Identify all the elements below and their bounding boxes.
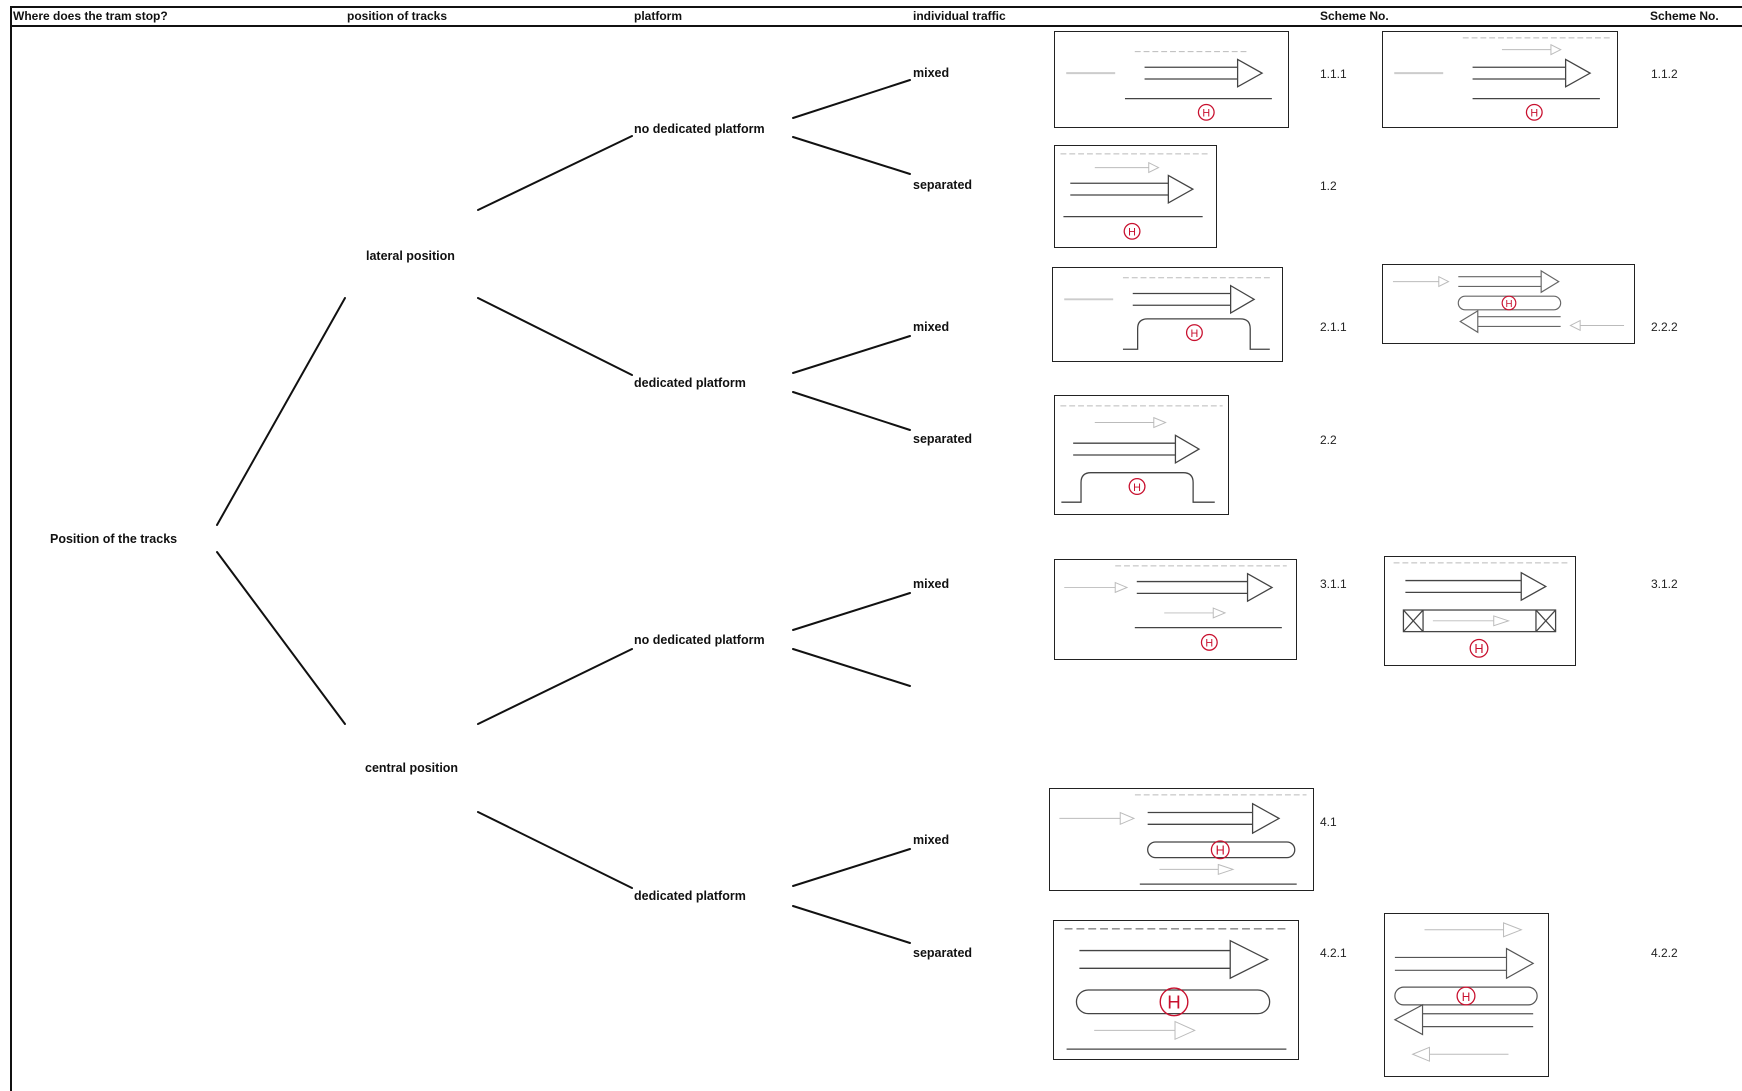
node-lateral-dedicated-platform: dedicated platform bbox=[634, 376, 746, 390]
header-individual-traffic: individual traffic bbox=[913, 9, 1006, 23]
scheme-diagram: H bbox=[1054, 395, 1229, 515]
stop-symbol: H bbox=[1133, 482, 1141, 494]
edge-root-lateral bbox=[216, 297, 346, 526]
leaf-separated-1: separated bbox=[913, 178, 973, 192]
scheme-number: 2.2 bbox=[1320, 433, 1337, 447]
scheme-diagram: H bbox=[1382, 31, 1618, 128]
diagram-frame bbox=[10, 6, 1742, 1091]
scheme-diagram: H bbox=[1054, 559, 1297, 660]
scheme-number: 3.1.1 bbox=[1320, 577, 1347, 591]
scheme-number: 4.1 bbox=[1320, 815, 1337, 829]
scheme-number: 3.1.2 bbox=[1651, 577, 1678, 591]
stop-symbol: H bbox=[1205, 638, 1213, 650]
edge-central-dp bbox=[477, 811, 633, 889]
edge-cnodp-mixed bbox=[792, 592, 911, 631]
node-central-no-dedicated-platform: no dedicated platform bbox=[634, 633, 765, 647]
scheme-diagram: H bbox=[1053, 920, 1299, 1060]
scheme-number: 2.1.1 bbox=[1320, 320, 1347, 334]
node-lateral-no-dedicated-platform: no dedicated platform bbox=[634, 122, 765, 136]
edge-cdp-mixed bbox=[792, 848, 911, 887]
stop-symbol: H bbox=[1462, 990, 1471, 1004]
stop-symbol: H bbox=[1167, 992, 1181, 1013]
stop-symbol: H bbox=[1474, 641, 1483, 656]
leaf-mixed-2: mixed bbox=[913, 320, 950, 334]
leaf-mixed-3: mixed bbox=[913, 577, 950, 591]
edge-ldp-mixed bbox=[792, 335, 911, 374]
edge-cnodp-blank bbox=[792, 648, 911, 687]
header-platform: platform bbox=[634, 9, 682, 23]
edge-lnodp-separated bbox=[792, 136, 911, 175]
scheme-number: 1.1.2 bbox=[1651, 67, 1678, 81]
edge-ldp-separated bbox=[792, 391, 911, 431]
header-rule bbox=[10, 25, 1742, 27]
scheme-diagram: H bbox=[1054, 145, 1217, 248]
scheme-number: 2.2.2 bbox=[1651, 320, 1678, 334]
header-scheme-no-2: Scheme No. bbox=[1650, 9, 1719, 23]
stop-symbol: H bbox=[1202, 108, 1210, 120]
scheme-diagram: H bbox=[1384, 913, 1549, 1077]
node-root: Position of the tracks bbox=[50, 532, 178, 546]
stop-symbol: H bbox=[1191, 328, 1199, 340]
edge-central-nodp bbox=[477, 648, 633, 725]
stop-symbol: H bbox=[1216, 843, 1225, 858]
scheme-diagram: H bbox=[1049, 788, 1314, 891]
edge-lnodp-mixed bbox=[792, 79, 911, 119]
header-scheme-no-1: Scheme No. bbox=[1320, 9, 1389, 23]
edge-lateral-nodp bbox=[477, 135, 633, 211]
edge-root-central bbox=[216, 551, 346, 725]
scheme-diagram: H bbox=[1382, 264, 1635, 344]
scheme-number: 4.2.2 bbox=[1651, 946, 1678, 960]
scheme-number: 1.2 bbox=[1320, 179, 1337, 193]
leaf-mixed-4: mixed bbox=[913, 833, 950, 847]
node-central-position: central position bbox=[365, 761, 459, 775]
node-central-dedicated-platform: dedicated platform bbox=[634, 889, 746, 903]
scheme-diagram: H bbox=[1384, 556, 1576, 666]
stop-symbol: H bbox=[1530, 108, 1538, 120]
leaf-separated-3: separated bbox=[913, 946, 973, 960]
header-where: Where does the tram stop? bbox=[13, 9, 168, 23]
edge-lateral-dp bbox=[477, 297, 633, 376]
scheme-diagram: H bbox=[1052, 267, 1283, 362]
header-position-of-tracks: position of tracks bbox=[347, 9, 448, 23]
leaf-mixed-1: mixed bbox=[913, 66, 950, 80]
node-lateral-position: lateral position bbox=[366, 249, 455, 263]
stop-symbol: H bbox=[1128, 227, 1136, 239]
scheme-number: 1.1.1 bbox=[1320, 67, 1347, 81]
leaf-separated-2: separated bbox=[913, 432, 973, 446]
edge-cdp-separated bbox=[792, 905, 911, 944]
stop-symbol: H bbox=[1505, 299, 1512, 310]
scheme-number: 4.2.1 bbox=[1320, 946, 1347, 960]
scheme-diagram: H bbox=[1054, 31, 1289, 128]
